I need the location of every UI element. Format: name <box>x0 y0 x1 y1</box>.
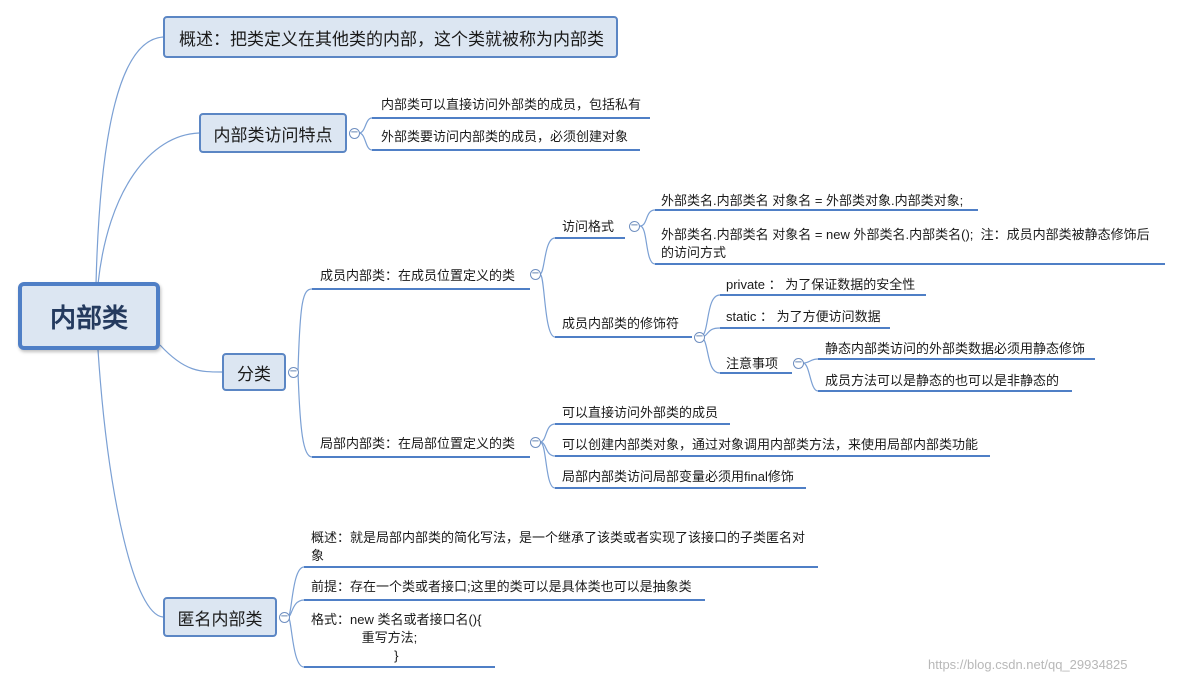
connector-format-1 <box>639 209 656 227</box>
anonymous-item-1[interactable]: 概述：就是局部内部类的简化写法，是一个继承了该类或者实现了该接口的子类匿名对 象 <box>311 530 806 563</box>
member-inner-class-node[interactable]: 成员内部类：在成员位置定义的类 <box>320 268 516 283</box>
anonymous-item-2[interactable]: 前提：存在一个类或者接口;这里的类可以是具体类也可以是抽象类 <box>311 579 692 594</box>
access-features-node[interactable]: 内部类访问特点 <box>199 113 347 153</box>
collapse-toggle-icon[interactable]: − <box>793 357 804 369</box>
collapse-toggle-icon[interactable]: − <box>279 611 290 623</box>
connector-modifier-notes <box>699 336 721 374</box>
overview-node[interactable]: 概述：把类定义在其他类的内部，这个类就被称为内部类 <box>163 16 618 58</box>
connector-format-2 <box>639 225 656 265</box>
connector-root-anon <box>97 349 164 618</box>
collapse-toggle-icon[interactable]: − <box>694 331 705 343</box>
collapse-toggle-icon[interactable]: − <box>288 366 299 378</box>
collapse-toggle-icon[interactable]: − <box>530 268 541 280</box>
connector-root-access <box>97 132 200 285</box>
connector-access-2 <box>358 132 373 151</box>
anonymous-class-node[interactable]: 匿名内部类 <box>163 597 277 637</box>
local-item-2[interactable]: 可以创建内部类对象，通过对象调用内部类方法，来使用局部内部类功能 <box>562 437 979 452</box>
classification-node[interactable]: 分类 <box>222 353 286 391</box>
local-item-1[interactable]: 可以直接访问外部类的成员 <box>562 405 719 420</box>
root-node[interactable]: 内部类 <box>18 282 160 350</box>
access-item-1[interactable]: 内部类可以直接访问外部类的成员，包括私有 <box>381 97 642 112</box>
collapse-toggle-icon[interactable]: − <box>530 436 541 448</box>
modifier-static[interactable]: static ： 为了方便访问数据 <box>726 309 881 324</box>
local-inner-class-node[interactable]: 局部内部类：在局部位置定义的类 <box>320 436 516 451</box>
connector-member-format <box>539 237 556 275</box>
anonymous-item-3[interactable]: 格式：new 类名或者接口名(){ 重写方法; } <box>311 612 482 663</box>
connector-root-overview <box>95 36 164 285</box>
watermark: https://blog.csdn.net/qq_29934825 <box>928 657 1128 672</box>
modifiers-node[interactable]: 成员内部类的修饰符 <box>562 316 680 331</box>
notes-item-1[interactable]: 静态内部类访问的外部类数据必须用静态修饰 <box>825 341 1086 356</box>
access-item-2[interactable]: 外部类要访问内部类的成员，必须创建对象 <box>381 129 629 144</box>
connector-notes-2 <box>802 362 819 392</box>
connector-class-member <box>297 288 313 373</box>
connector-notes-1 <box>802 358 819 364</box>
connector-anon-1 <box>287 566 305 618</box>
access-format-node[interactable]: 访问格式 <box>562 219 615 234</box>
connector-member-modifiers <box>539 273 556 338</box>
notes-item-2[interactable]: 成员方法可以是静态的也可以是非静态的 <box>825 373 1060 388</box>
connector-root-class <box>159 344 223 373</box>
modifier-private[interactable]: private ： 为了保证数据的安全性 <box>726 277 916 292</box>
local-item-3[interactable]: 局部内部类访问局部变量必须用final修饰 <box>562 469 794 484</box>
notes-node[interactable]: 注意事项 <box>726 356 779 371</box>
collapse-toggle-icon[interactable]: − <box>349 127 360 139</box>
connector-local-1 <box>539 423 556 443</box>
connector-class-local <box>297 371 313 458</box>
connector-access-1 <box>358 117 373 134</box>
access-format-item-2[interactable]: 外部类名.内部类名 对象名 = new 外部类名.内部类名(); 注：成员内部类… <box>661 227 1150 260</box>
connector-local-3 <box>539 441 556 489</box>
connector-anon-3 <box>287 616 305 668</box>
access-format-item-1[interactable]: 外部类名.内部类名 对象名 = 外部类对象.内部类对象; <box>661 193 964 208</box>
collapse-toggle-icon[interactable]: − <box>629 220 640 232</box>
